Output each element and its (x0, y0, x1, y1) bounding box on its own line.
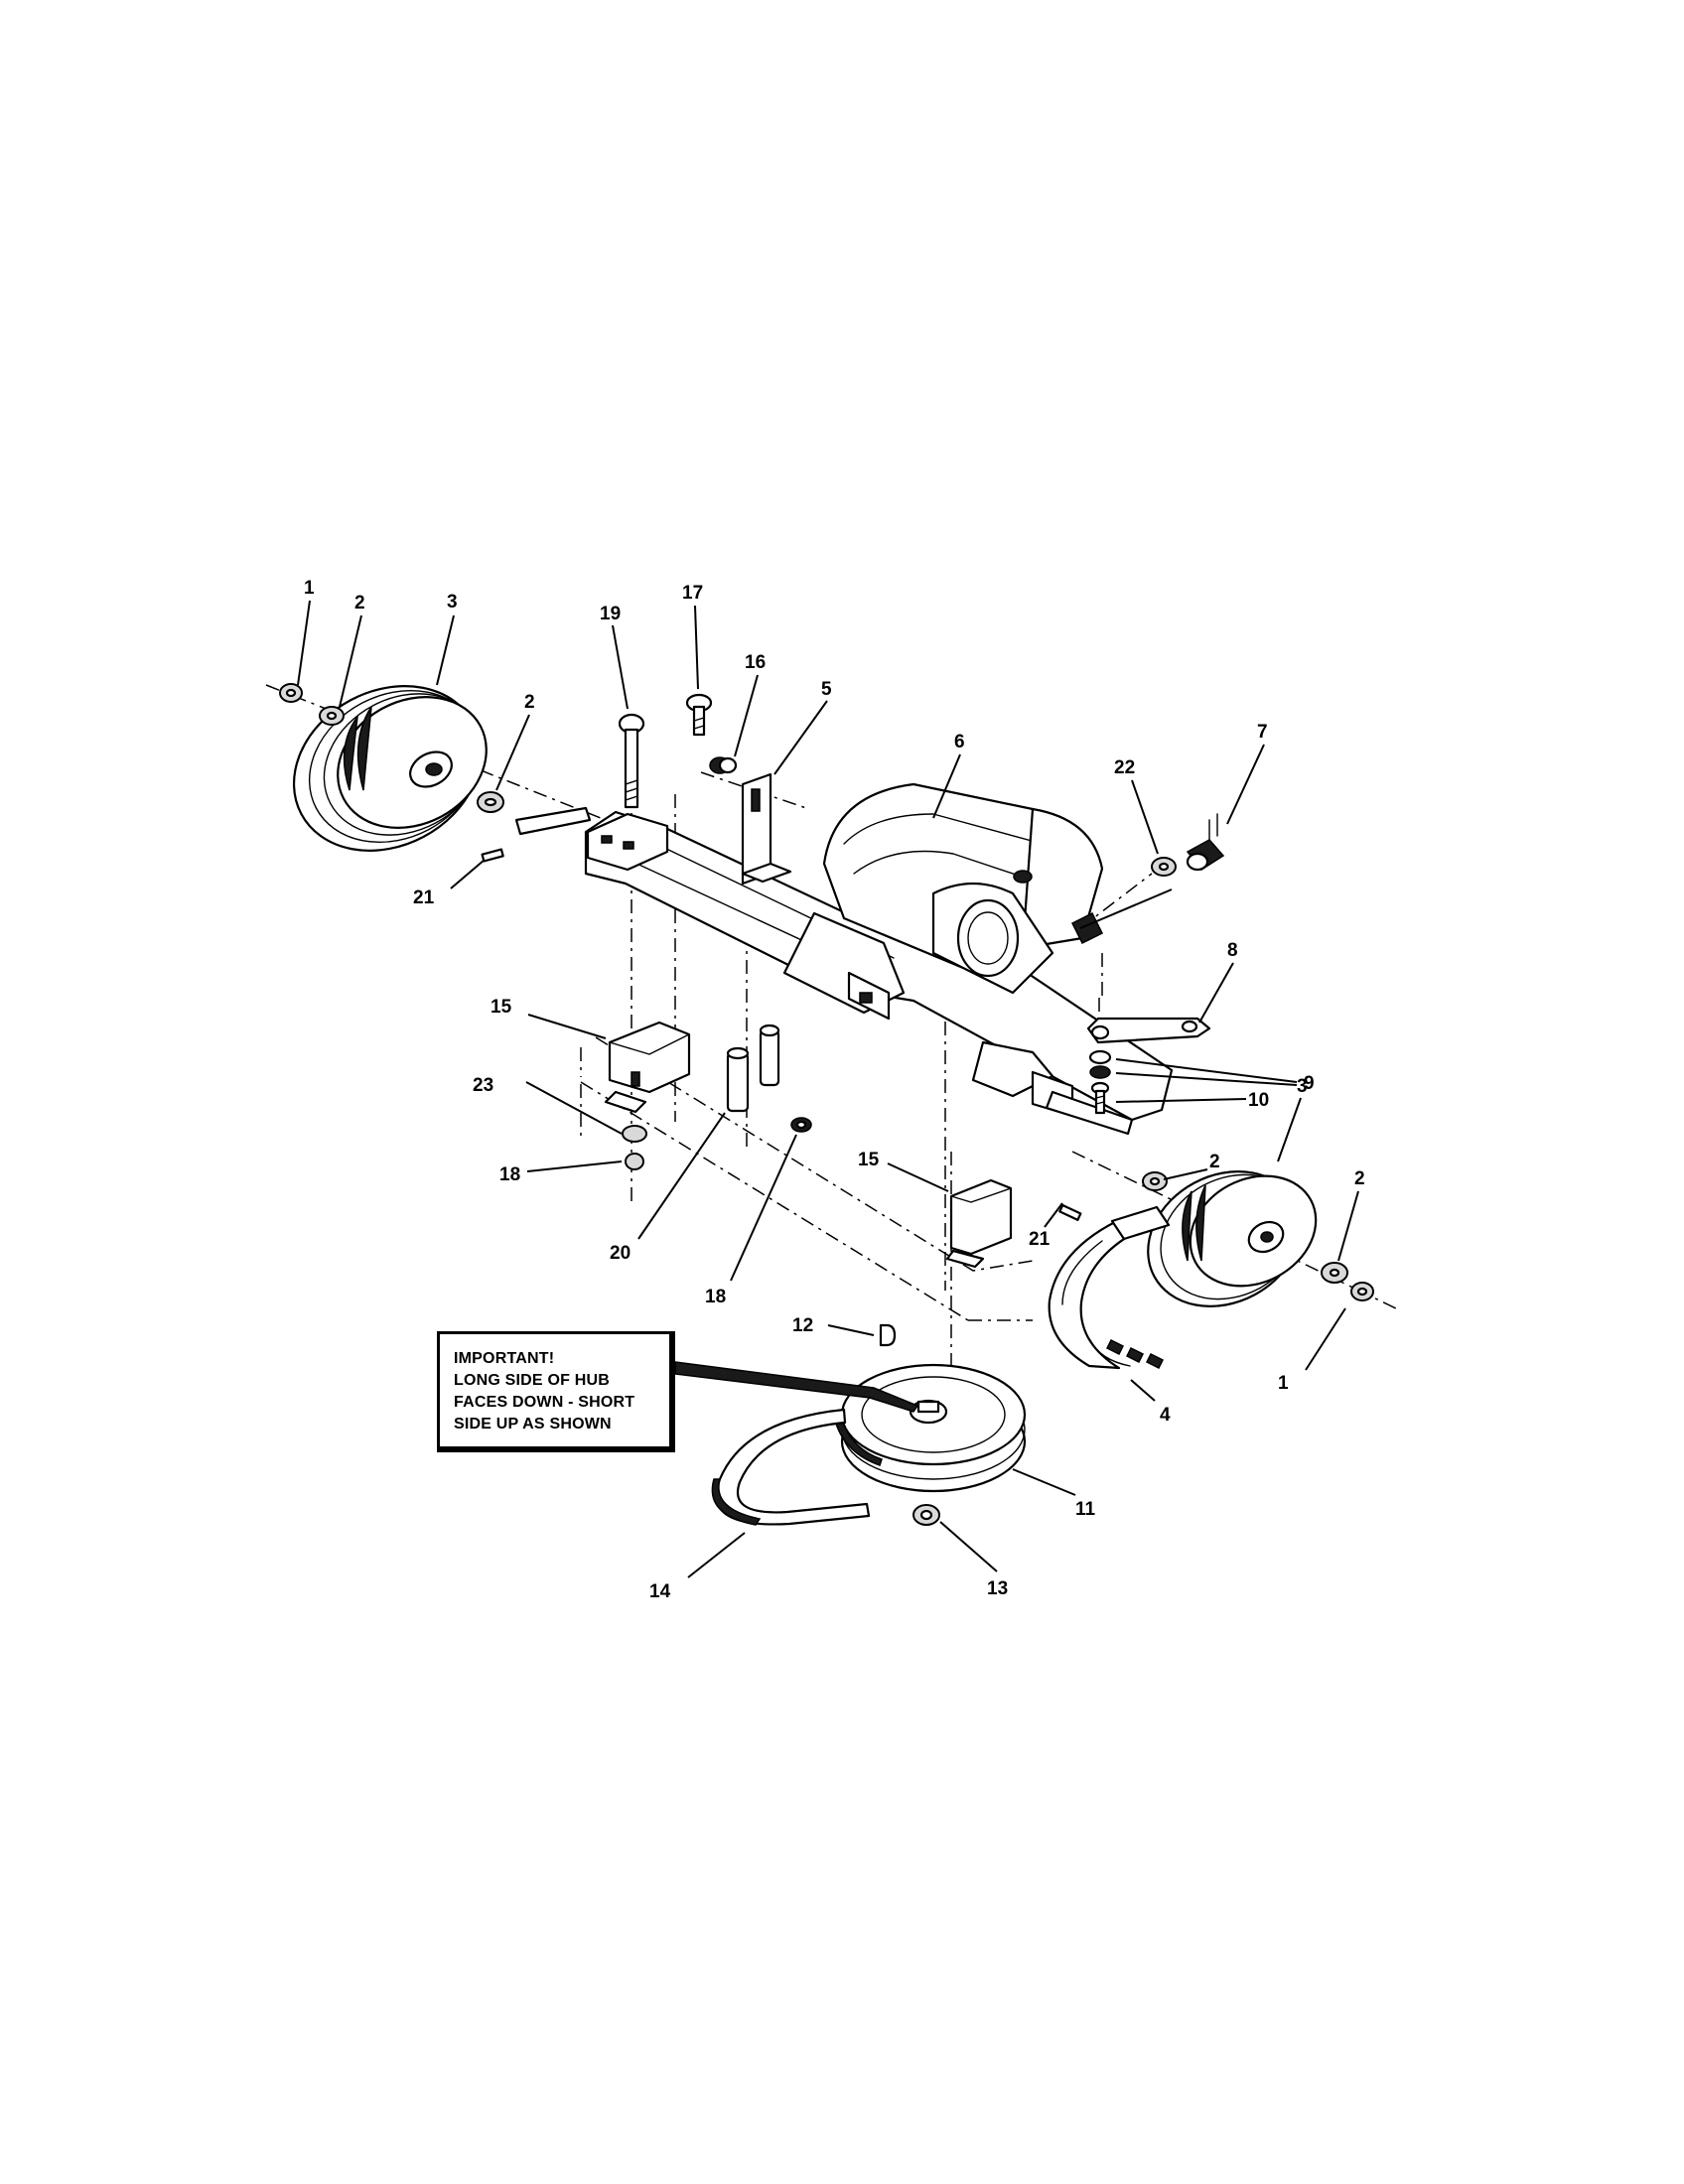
callout-12: 12 (792, 1315, 813, 1336)
right-wheel-hardware (1058, 1171, 1374, 1301)
callout-2: 2 (1209, 1152, 1220, 1172)
locknut-18-left (625, 1153, 644, 1170)
drive-belt-4 (1048, 1205, 1171, 1370)
callout-17: 17 (682, 583, 703, 604)
right-drive-pulley (1147, 1170, 1318, 1307)
callout-21: 21 (1029, 1229, 1051, 1250)
callout-16: 16 (745, 652, 766, 673)
callout-21: 21 (413, 887, 435, 908)
callout-13: 13 (987, 1578, 1008, 1599)
shift-arm-8 (1086, 1017, 1211, 1044)
screw-10 (1090, 1081, 1110, 1115)
v-belt-14 (711, 1408, 871, 1526)
callout-22: 22 (1114, 757, 1135, 778)
left-wheel-hardware (279, 683, 504, 863)
callout-1: 1 (1278, 1373, 1289, 1394)
callout-1: 1 (304, 578, 315, 599)
note-heading: IMPORTANT! (454, 1350, 555, 1367)
callout-15: 15 (491, 997, 512, 1018)
callout-19: 19 (600, 604, 621, 624)
callout-3: 3 (447, 592, 458, 613)
important-note-box: IMPORTANT! LONG SIDE OF HUB FACES DOWN -… (437, 1331, 675, 1452)
locknut-18-center (790, 1117, 812, 1133)
callout-18: 18 (499, 1164, 520, 1185)
callout-2: 2 (1354, 1168, 1365, 1189)
washer-13 (912, 1504, 940, 1526)
callout-3: 3 (1297, 1076, 1308, 1097)
washers-9 (1088, 1049, 1112, 1079)
engine-pulley-11 (835, 1363, 1027, 1493)
callout-4: 4 (1160, 1405, 1171, 1426)
fitting-7 (1186, 813, 1225, 872)
callout-leaders (297, 600, 1359, 1578)
callout-14: 14 (649, 1581, 671, 1602)
callout-11: 11 (1075, 1499, 1096, 1520)
key-12 (879, 1323, 897, 1347)
callout-2: 2 (524, 692, 535, 713)
callout-labels: 1 2 3 2 19 17 16 5 6 22 7 21 8 15 9 10 2… (304, 578, 1365, 1602)
callout-8: 8 (1227, 940, 1238, 961)
left-drive-pulley (292, 685, 488, 852)
mount-bracket-15-left (604, 1021, 691, 1114)
callout-23: 23 (473, 1075, 493, 1096)
note-leader (674, 1361, 919, 1413)
transaxle-housing (514, 782, 1174, 1136)
washer-22 (1151, 857, 1177, 877)
bracket-5 (741, 772, 792, 886)
carriage-bolt-17 (685, 693, 713, 737)
note-line: SIDE UP AS SHOWN (454, 1416, 612, 1433)
callout-5: 5 (821, 679, 832, 700)
spacer-20 (726, 1024, 780, 1113)
bolt-19 (618, 713, 645, 809)
nut-16 (709, 756, 738, 774)
mounting-plate-outline (580, 1036, 1034, 1272)
callout-15: 15 (858, 1150, 880, 1170)
note-line: LONG SIDE OF HUB (454, 1372, 610, 1389)
note-line: FACES DOWN - SHORT (454, 1394, 635, 1411)
callout-7: 7 (1257, 722, 1268, 743)
callout-2: 2 (354, 593, 365, 614)
washer-23 (622, 1125, 647, 1143)
callout-6: 6 (954, 732, 965, 752)
callout-18: 18 (705, 1287, 726, 1307)
mount-bracket-15-right (945, 1178, 1013, 1269)
callout-10: 10 (1248, 1090, 1269, 1111)
callout-20: 20 (610, 1243, 631, 1264)
callout-9: 9 (1304, 1073, 1315, 1094)
